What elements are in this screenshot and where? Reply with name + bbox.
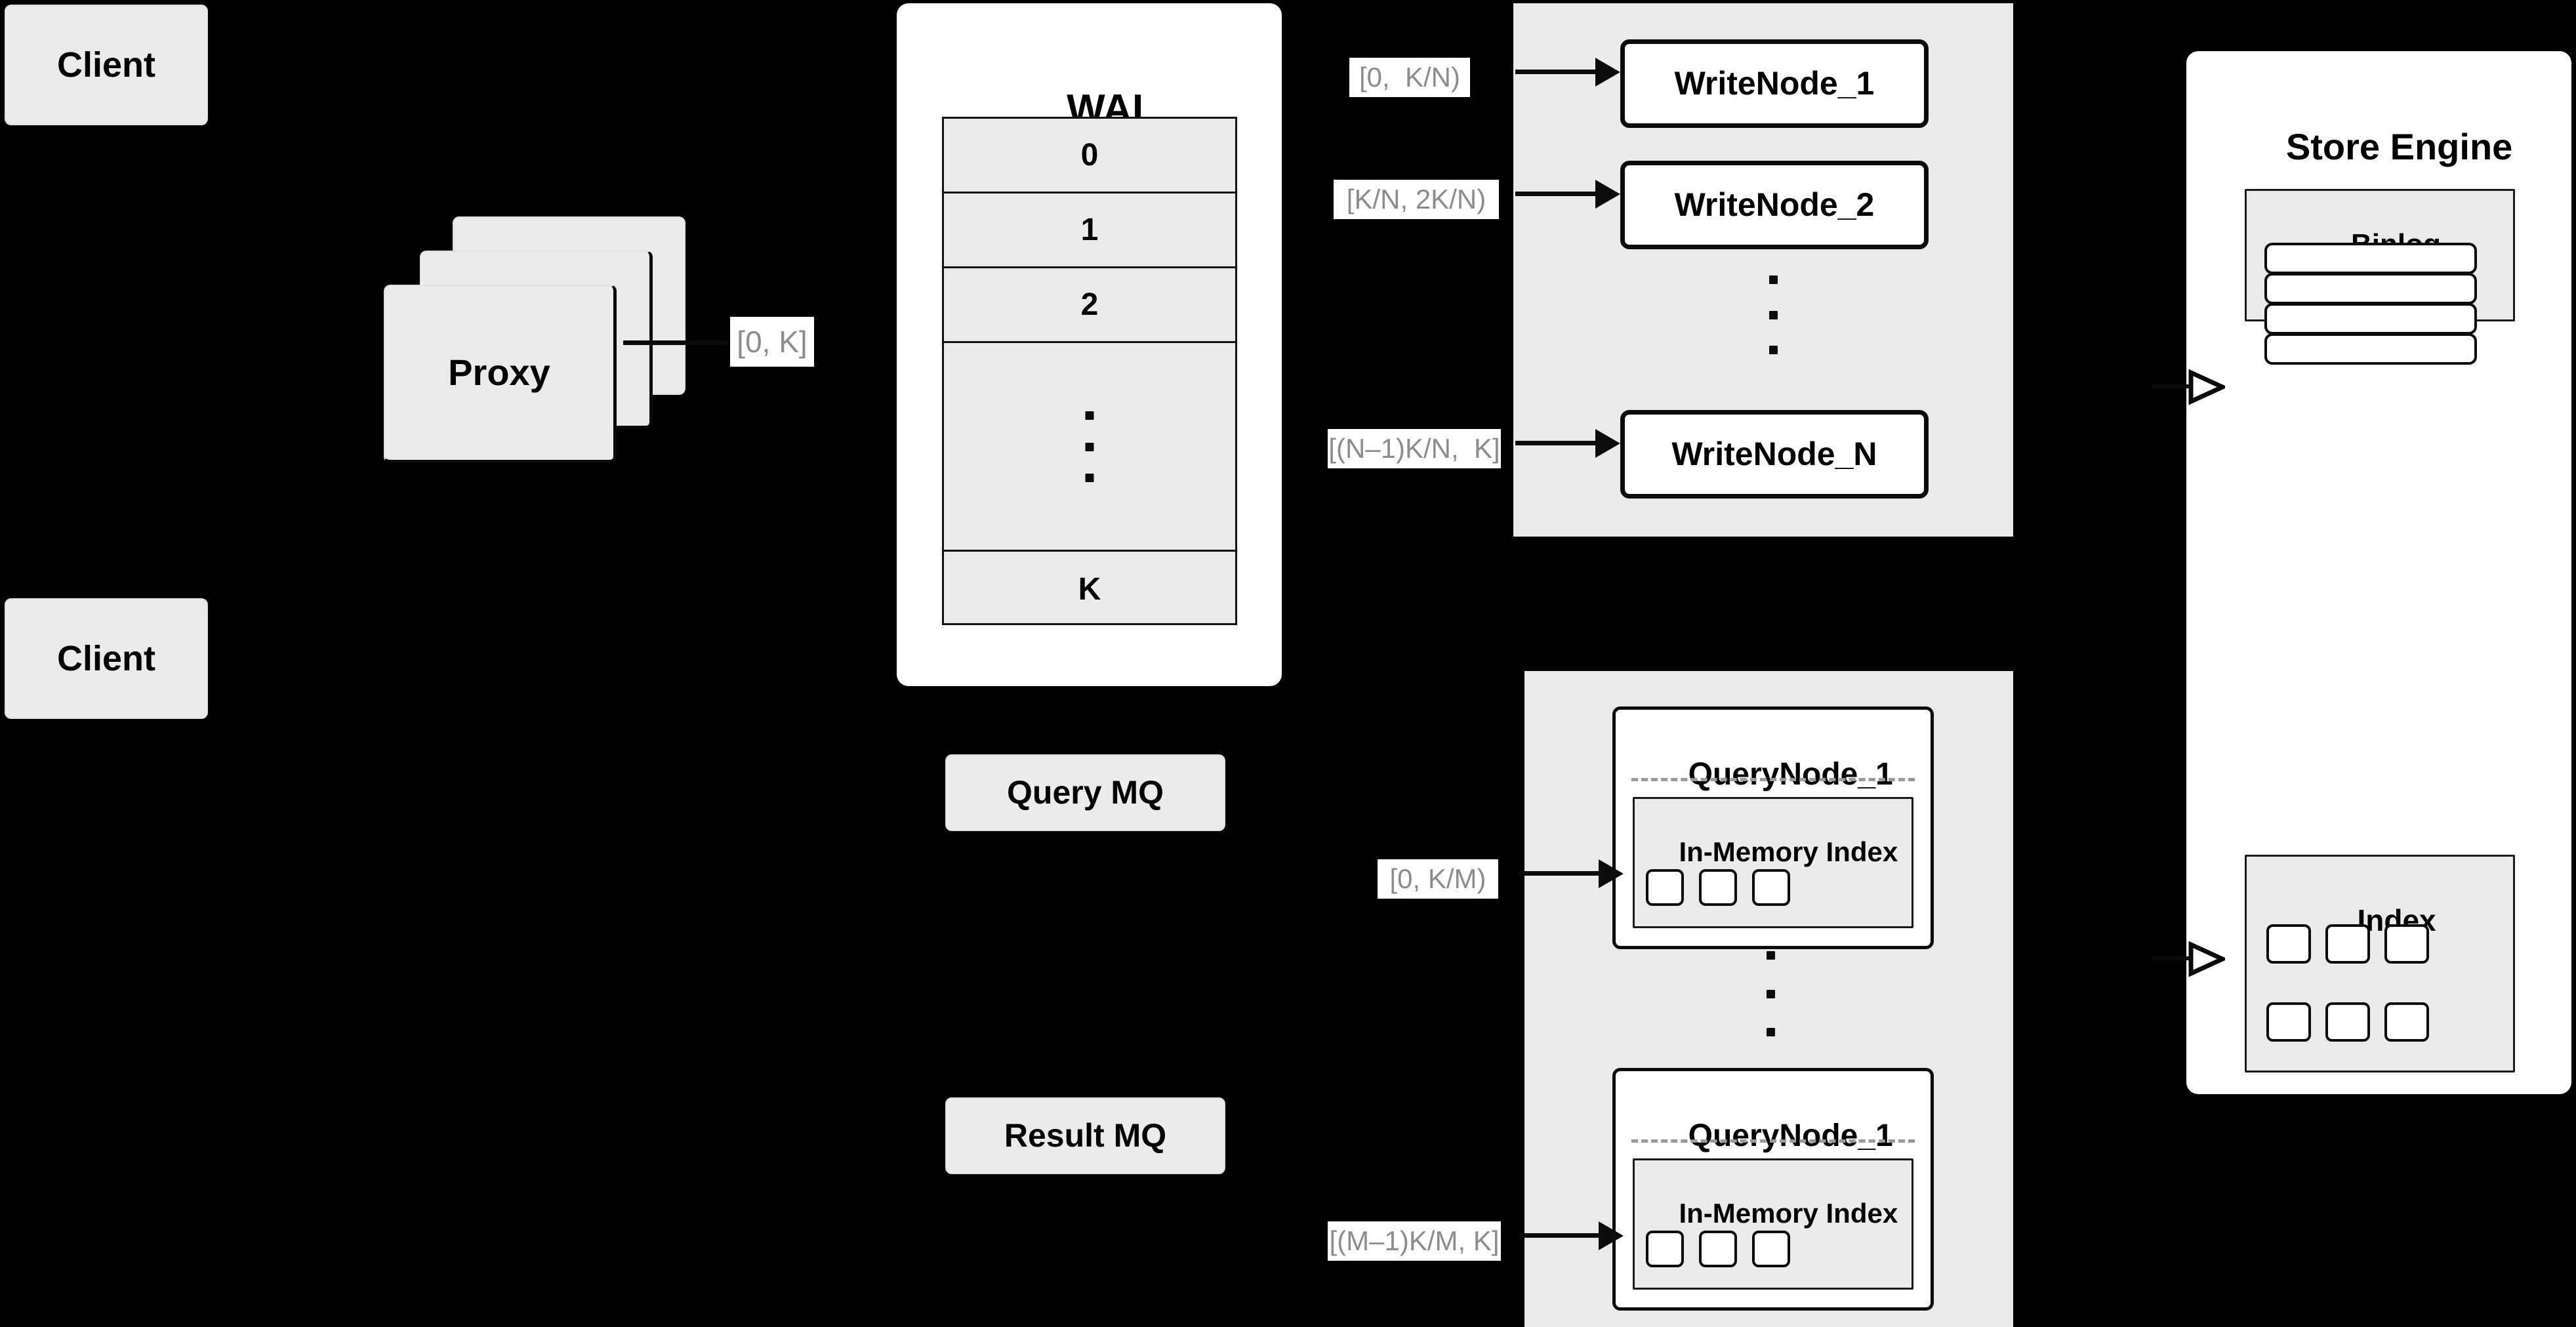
write-node-2[interactable]: WriteNode_2 <box>1620 161 1929 249</box>
wal-row-ellipsis <box>944 343 1235 552</box>
write-node-2-label: WriteNode_2 <box>1674 186 1875 224</box>
edge-label-write-1: [0, K/N) <box>1349 58 1470 97</box>
result-mq-box[interactable]: Result MQ <box>945 1097 1225 1174</box>
client-label-1: Client <box>56 45 155 85</box>
edge-label-write-2: [K/N, 2K/N) <box>1334 180 1499 219</box>
index-cell-1 <box>2266 924 2311 964</box>
client-box-2[interactable]: Client <box>5 598 208 719</box>
wal-to-write-1-line <box>1515 70 1597 74</box>
binlog-bar-3 <box>2264 303 2477 335</box>
query-node-1-chip-2 <box>1699 869 1737 906</box>
index-cell-3 <box>2384 924 2429 964</box>
mq-to-query-1-line <box>1519 871 1601 876</box>
edge-label-query-1: [0, K/M) <box>1378 859 1498 899</box>
wal-ellipsis-dots <box>1085 411 1094 482</box>
query-node-m-separator <box>1631 1139 1915 1143</box>
write-to-binlog-line <box>2152 384 2191 388</box>
query-node-1-title: QueryNode_1 <box>1688 757 1893 792</box>
query-node-m-chip-row <box>1646 1226 1902 1272</box>
query-node-1-chip-3 <box>1752 869 1790 906</box>
index-cell-5 <box>2325 1002 2370 1042</box>
wal-to-write-n-line <box>1515 441 1597 445</box>
query-node-1-chip-1 <box>1646 869 1684 906</box>
index-cell-6 <box>2384 1002 2429 1042</box>
query-to-index-line <box>2152 956 2191 960</box>
edge-label-query-m: [(M–1)K/M, K] <box>1328 1221 1501 1261</box>
wal-to-write-2-line <box>1515 192 1597 196</box>
query-node-m-chip-2 <box>1699 1231 1737 1267</box>
edge-label-proxy-to-wal: [0, K] <box>730 317 814 367</box>
proxy-label: Proxy <box>448 352 550 394</box>
wal-to-write-n-arrowhead <box>1595 429 1620 458</box>
query-mq-box[interactable]: Query MQ <box>945 754 1225 831</box>
mq-to-query-m-line <box>1519 1233 1601 1238</box>
client-label-2: Client <box>56 638 155 678</box>
proxy-to-wal-line <box>623 340 728 345</box>
client-box-1[interactable]: Client <box>5 5 208 125</box>
query-cluster-ellipsis-dots <box>1766 951 1775 1036</box>
index-cell-row-1 <box>2266 920 2496 968</box>
binlog-bar-4 <box>2264 333 2477 365</box>
write-cluster-ellipsis-dots <box>1768 276 1778 354</box>
write-to-binlog-arrowhead <box>2188 369 2225 405</box>
query-node-m-index-title: In-Memory Index <box>1679 1198 1898 1229</box>
query-to-index-arrowhead <box>2188 941 2225 977</box>
query-node-m-chip-1 <box>1646 1231 1684 1267</box>
index-cell-2 <box>2325 924 2370 964</box>
query-node-m-in-memory-index <box>1633 1158 1913 1290</box>
binlog-bar-2 <box>2264 273 2477 304</box>
edge-label-write-n: [(N–1)K/N, K] <box>1328 429 1501 468</box>
query-mq-label: Query MQ <box>1007 774 1164 811</box>
mq-to-query-m-arrowhead <box>1599 1221 1624 1250</box>
wal-row-0: 0 <box>944 119 1235 194</box>
wal-row-2: 2 <box>944 268 1235 343</box>
query-node-1-in-memory-index <box>1633 797 1913 928</box>
wal-table: 0 1 2 K <box>942 117 1237 625</box>
query-node-m-title: QueryNode_1 <box>1688 1118 1893 1153</box>
index-cell-row-2 <box>2266 998 2496 1046</box>
mq-to-query-1-arrowhead <box>1599 859 1624 888</box>
index-cell-4 <box>2266 1002 2311 1042</box>
write-node-1-label: WriteNode_1 <box>1674 65 1875 102</box>
wal-row-1: 1 <box>944 194 1235 268</box>
query-node-m-chip-3 <box>1752 1231 1790 1267</box>
query-node-1-index-title: In-Memory Index <box>1679 836 1898 867</box>
wal-to-write-1-arrowhead <box>1595 58 1620 87</box>
query-node-1-chip-row <box>1646 865 1902 910</box>
proxy-box[interactable]: Proxy <box>384 285 617 463</box>
wal-row-K: K <box>1078 572 1101 607</box>
store-engine-heading: Store Engine <box>2285 126 2513 167</box>
result-mq-label: Result MQ <box>1004 1117 1167 1154</box>
binlog-bar-1 <box>2264 243 2477 274</box>
write-node-1[interactable]: WriteNode_1 <box>1620 39 1929 128</box>
write-node-n[interactable]: WriteNode_N <box>1620 410 1929 499</box>
query-node-1-separator <box>1631 778 1915 781</box>
write-node-n-label: WriteNode_N <box>1671 436 1877 473</box>
wal-to-write-2-arrowhead <box>1595 180 1620 209</box>
